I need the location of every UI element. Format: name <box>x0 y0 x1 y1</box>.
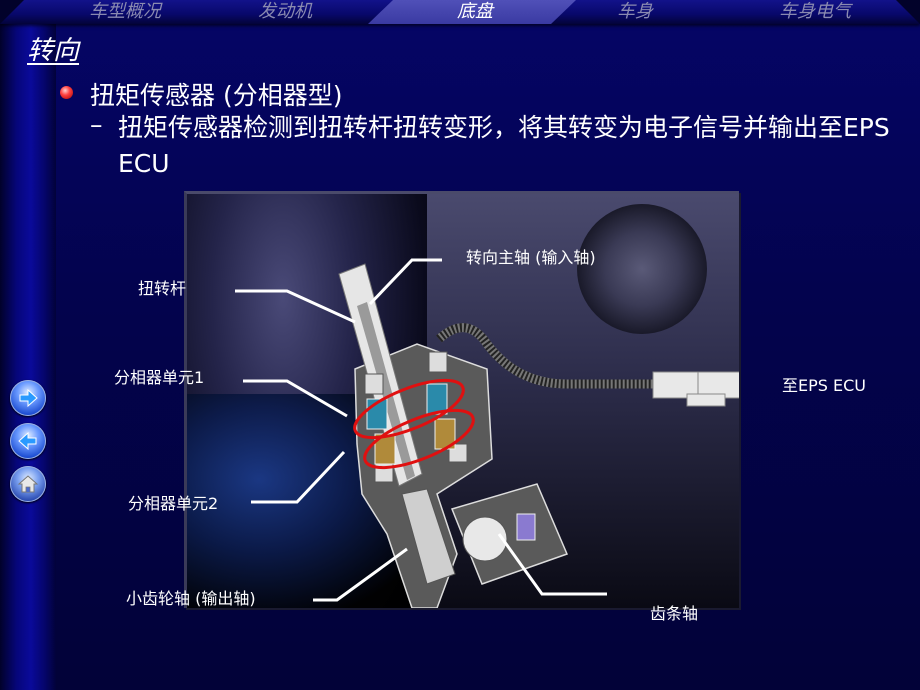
car-wheel-image <box>577 204 707 334</box>
sub-bullet-dash: – <box>90 110 103 139</box>
nav-active-highlight <box>368 0 576 24</box>
left-gradient-bar <box>0 0 56 690</box>
nav-tab-chassis[interactable]: 底盘 <box>457 1 493 22</box>
bullet-text: 扭矩传感器 (分相器型) <box>90 81 343 110</box>
arrow-left-icon <box>18 431 37 451</box>
home-icon <box>17 475 39 493</box>
slide-title: 转向 <box>27 36 80 66</box>
nav-tab-body[interactable]: 车身 <box>617 1 653 22</box>
label-resolver-unit-2: 分相器单元2 <box>128 494 219 513</box>
label-to-eps-ecu: 至EPS ECU <box>782 376 866 395</box>
home-button[interactable] <box>10 466 46 502</box>
label-pinion-shaft: 小齿轮轴 (输出轴) <box>126 589 256 608</box>
arrow-right-icon <box>19 388 38 408</box>
eps-torque-sensor-diagram <box>184 191 739 608</box>
label-rack-shaft: 齿条轴 <box>650 604 699 623</box>
background-photo-circuit <box>187 394 427 608</box>
previous-slide-button[interactable] <box>10 423 46 459</box>
sub-bullet-text: 扭矩传感器检测到扭转杆扭转变形，将其转变为电子信号并输出至EPS ECU <box>118 113 890 178</box>
label-torsion-bar: 扭转杆 <box>138 279 187 298</box>
nav-tab-engine[interactable]: 发动机 <box>258 1 312 22</box>
nav-corner-right <box>896 0 920 24</box>
nav-corner-left <box>0 0 24 24</box>
nav-tab-vehicle-overview[interactable]: 车型概况 <box>89 1 161 22</box>
next-slide-button[interactable] <box>10 380 46 416</box>
label-resolver-unit-1: 分相器单元1 <box>114 368 205 387</box>
nav-tab-body-electrical[interactable]: 车身电气 <box>779 1 851 22</box>
bullet-icon <box>60 86 73 99</box>
top-nav: 车型概况 发动机 底盘 车身 车身电气 <box>0 0 920 24</box>
label-input-shaft: 转向主轴 (输入轴) <box>466 248 596 267</box>
